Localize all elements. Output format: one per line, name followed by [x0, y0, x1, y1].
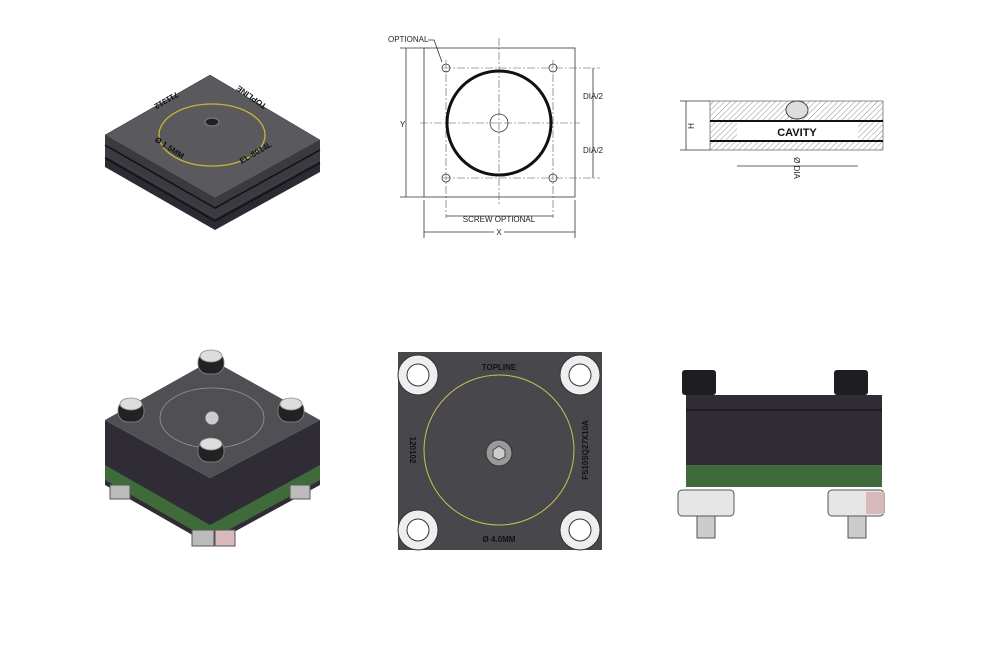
cavity-label: CAVITY — [777, 127, 817, 139]
threaded-hole — [785, 100, 809, 120]
top-brand-label: TOPLINE — [482, 363, 517, 372]
plan-dimension-drawing: OPTIONAL Y DIA/2 DIA/2 SCREW OPTIONAL X — [388, 35, 604, 238]
section-drawing: CAVITY H Ø DIA — [680, 100, 884, 180]
green-layer — [105, 465, 320, 540]
cavity-circle — [445, 69, 553, 177]
isometric-block-view: TOPLINE 711312 Ø 1.5MM EL-8014L — [104, 74, 321, 230]
gold-ring — [158, 103, 266, 167]
top-view: TOPLINE 120102 FS10SQ27X10A Ø 4.0MM — [397, 352, 602, 551]
center-hole — [204, 117, 220, 127]
top-hole-label: Ø 4.0MM — [483, 535, 516, 544]
block-top-face — [104, 74, 321, 199]
dia-half-top-label: DIA/2 — [583, 92, 604, 101]
dia-half-bottom-label: DIA/2 — [583, 146, 604, 155]
green-layer — [686, 465, 882, 487]
isometric-assembled-view — [105, 349, 320, 547]
top-part-label: FS10SQ27X10A — [581, 420, 590, 480]
screw-hole — [441, 173, 451, 183]
x-dimension-label: X — [496, 228, 502, 237]
dia-dimension-label: Ø DIA — [792, 157, 801, 179]
block-front-faces — [105, 135, 320, 218]
nut — [677, 489, 735, 517]
outline-rect — [423, 47, 576, 198]
screw-optional-label: SCREW OPTIONAL — [463, 215, 536, 224]
cap-screw — [682, 370, 716, 395]
bolt-thread — [847, 515, 867, 539]
y-dimension-label: Y — [400, 120, 406, 129]
screw-hole — [548, 173, 558, 183]
corner-screws — [397, 354, 601, 551]
screw-hole — [441, 63, 451, 73]
bolt-thread — [696, 515, 716, 539]
h-dimension-label: H — [687, 123, 696, 129]
top-code-label: 120102 — [408, 437, 417, 464]
optional-label: OPTIONAL — [388, 35, 429, 44]
center-screw — [204, 410, 220, 426]
screw-hole — [548, 63, 558, 73]
nuts — [109, 484, 311, 547]
cap-screw — [834, 370, 868, 395]
gold-ring — [423, 374, 575, 526]
side-view — [677, 370, 885, 539]
cap-screws — [117, 349, 305, 463]
